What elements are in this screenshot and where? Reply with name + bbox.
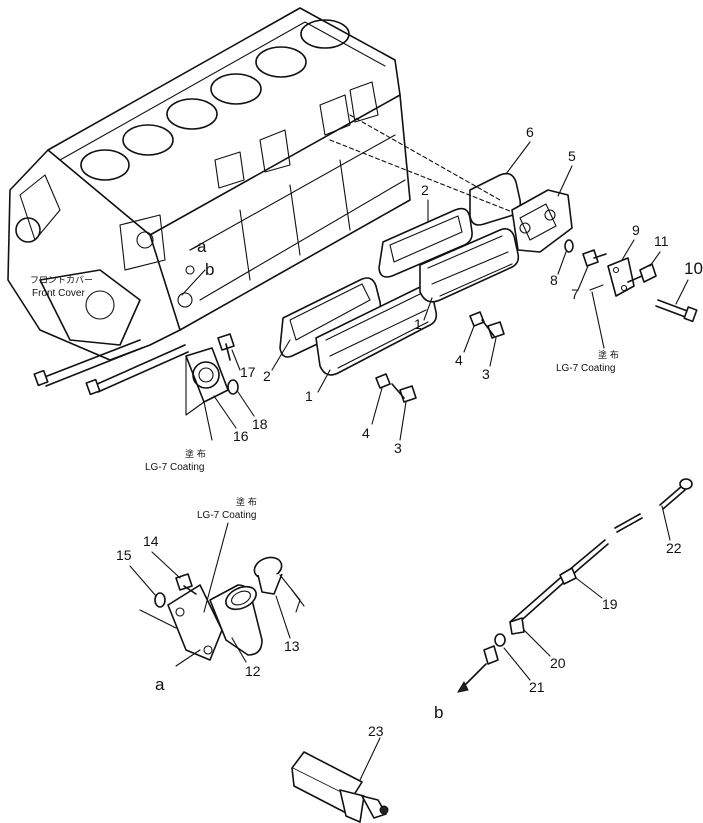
gauge-stick-22 xyxy=(614,478,693,533)
leader-15-to-flange xyxy=(139,609,177,629)
callout-10: 10 xyxy=(684,259,703,278)
callout-15: 15 xyxy=(116,547,132,563)
ref-b-top: b xyxy=(205,260,214,279)
callout-2-left: 2 xyxy=(263,368,271,384)
exhaust-elbow xyxy=(511,189,573,253)
leader-coating-right xyxy=(589,284,604,291)
nut-20 xyxy=(509,617,525,635)
gasket-right xyxy=(378,207,473,278)
note-coating-middle: 塗 布 LG-7 Coating xyxy=(145,448,206,473)
callout-4-right: 4 xyxy=(455,352,463,368)
coating-en-bottom: LG-7 Coating xyxy=(197,510,256,521)
fitting-21 xyxy=(483,633,506,665)
callout-1-left: 1 xyxy=(305,388,313,404)
bolt-11 xyxy=(627,263,657,283)
callout-labels: 1 1 2 2 3 3 4 4 5 6 7 8 9 10 11 12 13 14 xyxy=(116,124,703,739)
coating-jp-right: 塗 布 xyxy=(598,349,619,361)
front-cover-en: Front Cover xyxy=(32,288,85,299)
callout-22: 22 xyxy=(666,540,682,556)
callout-2-right: 2 xyxy=(421,182,429,198)
callout-18: 18 xyxy=(252,416,268,432)
reference-letters: a b a b xyxy=(155,237,443,722)
callout-9: 9 xyxy=(632,222,640,238)
cover-plate xyxy=(607,257,635,297)
manifold-section-right xyxy=(419,228,520,303)
callout-7: 7 xyxy=(571,286,579,302)
thermostat-13 xyxy=(253,556,305,613)
note-front-cover: フロントカバー Front Cover xyxy=(30,275,93,299)
callout-11: 11 xyxy=(654,233,669,249)
callout-19: 19 xyxy=(602,596,618,612)
leader-coating-middle xyxy=(203,401,213,441)
callout-6: 6 xyxy=(526,124,534,140)
leader-a-bottom xyxy=(175,649,201,667)
stud-3-left xyxy=(391,383,417,403)
ref-b-bottom: b xyxy=(434,703,443,722)
bolt-17 xyxy=(217,333,235,361)
callout-21: 21 xyxy=(529,679,545,695)
callout-4-left: 4 xyxy=(362,425,370,441)
callout-1-right: 1 xyxy=(414,316,422,332)
callout-12: 12 xyxy=(245,663,261,679)
washer-8 xyxy=(564,239,574,253)
nut-4-left xyxy=(375,373,391,389)
flange-16 xyxy=(185,347,229,416)
callout-17: 17 xyxy=(240,364,256,380)
outlet-flange-12 xyxy=(167,584,263,661)
ref-a-bottom: a xyxy=(155,675,165,694)
callout-16: 16 xyxy=(233,428,249,444)
callout-8: 8 xyxy=(550,272,558,288)
coating-en-right: LG-7 Coating xyxy=(556,363,615,374)
front-cover-jp: フロントカバー xyxy=(30,275,93,286)
leader-coating-bottom xyxy=(203,522,229,613)
coating-en-middle: LG-7 Coating xyxy=(145,462,204,473)
note-coating-bottom: 塗 布 LG-7 Coating xyxy=(197,496,257,521)
callout-5: 5 xyxy=(568,148,576,164)
stud-3-right xyxy=(481,319,505,339)
bolt-10 xyxy=(655,299,698,323)
gauge-tube-19 xyxy=(509,539,609,627)
arrow-b-bottom xyxy=(456,663,487,693)
bolt-7 xyxy=(582,249,607,267)
ref-a-top: a xyxy=(197,237,207,256)
washer-15 xyxy=(154,592,166,608)
washer-18 xyxy=(227,379,239,395)
callout-3-right: 3 xyxy=(482,366,490,382)
cylinder-block xyxy=(7,7,521,396)
callout-23: 23 xyxy=(368,723,384,739)
coating-jp-bottom: 塗 布 xyxy=(236,496,257,508)
note-coating-right: 塗 布 LG-7 Coating xyxy=(556,291,619,374)
callout-13: 13 xyxy=(284,638,300,654)
callout-20: 20 xyxy=(550,655,566,671)
nut-4-right xyxy=(469,311,485,327)
bracket-23 xyxy=(291,737,389,823)
callout-14: 14 xyxy=(143,533,159,549)
coating-jp-middle: 塗 布 xyxy=(185,448,206,460)
callout-3-left: 3 xyxy=(394,440,402,456)
